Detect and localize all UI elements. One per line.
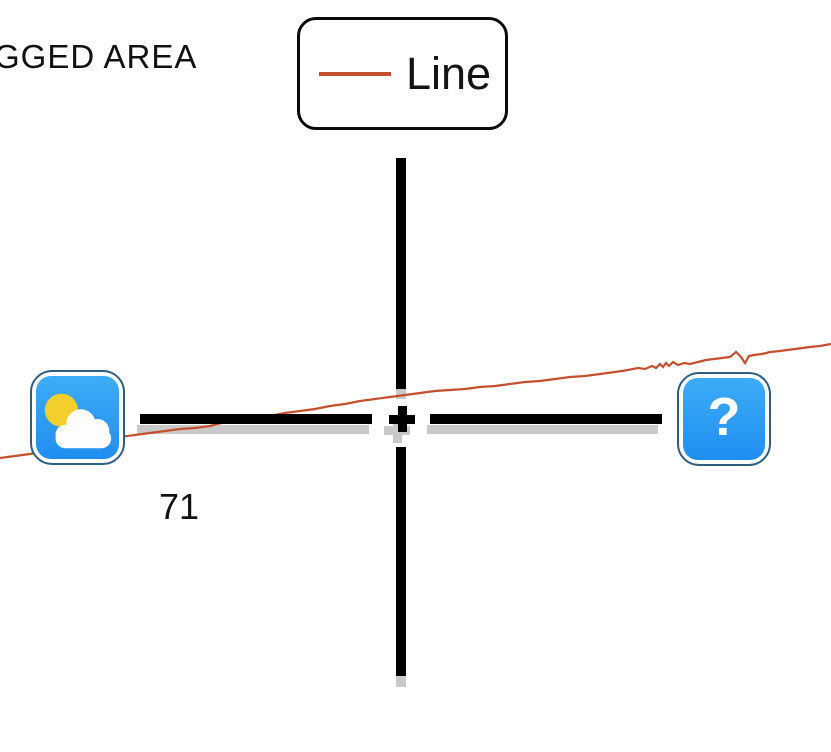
crosshair-shadow-left-arm	[137, 425, 369, 434]
crosshair-right-arm	[430, 414, 662, 424]
crosshair-bottom-arm	[396, 447, 406, 676]
crosshair-left-arm	[140, 414, 372, 424]
crosshair-shadow-plus-v	[393, 417, 402, 443]
legend-line-swatch	[319, 71, 391, 76]
legend-entry-label: Line	[406, 48, 492, 99]
weather-marker-button[interactable]	[30, 370, 125, 465]
crosshair-top-arm	[396, 158, 406, 389]
value-label: 71	[159, 486, 200, 527]
trend-line	[0, 342, 831, 460]
sun-cloud-icon	[44, 393, 112, 449]
question-icon: ?	[683, 378, 765, 460]
question-glyph: ?	[707, 387, 741, 447]
legend: Line	[297, 17, 508, 130]
weather-icon	[36, 376, 119, 459]
crosshair-shadow-right-arm	[427, 425, 658, 434]
question-marker-button[interactable]: ?	[677, 372, 771, 466]
tagged-area-label: GGED AREA	[0, 38, 198, 75]
crosshair-center-plus-v	[398, 406, 407, 432]
